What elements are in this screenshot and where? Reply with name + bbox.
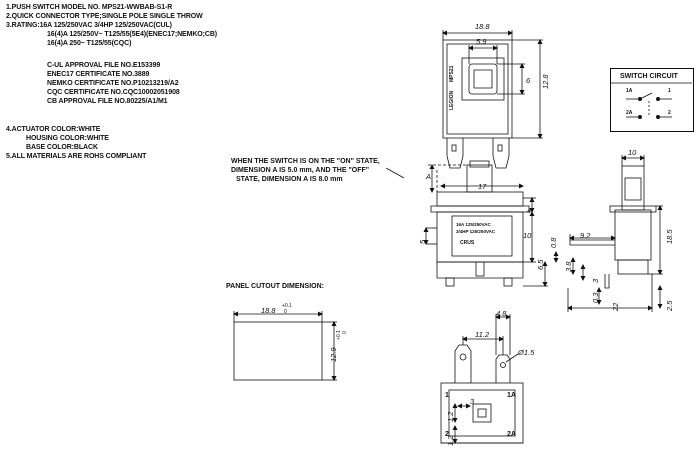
approval-nemko: NEMKO CERTIFICATE NO.P10213219/A2 xyxy=(47,80,179,87)
front-view xyxy=(423,160,559,287)
spec-line-rating-enec: 16(4)A 125/250V~ T125/55(5E4)(ENEC17;NEM… xyxy=(47,31,218,38)
pin-label-2a: 2A xyxy=(507,431,516,438)
front-dim-10: 10 xyxy=(523,231,532,240)
side-view xyxy=(567,155,663,312)
spec-line-connector: 2.QUICK CONNECTOR TYPE;SINGLE POLE SINGL… xyxy=(6,13,203,20)
top-view-width-dim: 18.8 xyxy=(475,22,490,31)
note-line-2: DIMENSION A IS 5.0 mm, AND THE "OFF" xyxy=(231,167,370,174)
side-dim-10: 10 xyxy=(628,148,637,157)
circuit-terminal-1: 1 xyxy=(668,88,671,94)
approval-enec: ENEC17 CERTIFICATE NO.3889 xyxy=(47,71,150,78)
bottom-dim-hole-dia: Ø1.5 xyxy=(518,348,535,357)
spec-line-rating-cqc: 16(4)A 250~ T125/55(CQC) xyxy=(47,40,132,47)
panel-cutout-title: PANEL CUTOUT DIMENSION: xyxy=(226,283,325,290)
spec-line-model: 1.PUSH SWITCH MODEL NO. MPS21-WWBAB-S1-R xyxy=(6,4,173,11)
bottom-dim-11-2: 11.2 xyxy=(475,330,490,339)
color-housing: HOUSING COLOR:WHITE xyxy=(26,135,109,142)
top-view-side-dim: 6 xyxy=(526,76,531,85)
note-leader-line xyxy=(385,167,405,179)
top-view-inner-dim: 5.9 xyxy=(476,37,487,46)
rohs-note: 5.ALL MATERIALS ARE ROHS COMPLIANT xyxy=(6,153,147,160)
spec-line-rating: 3.RATING:16A 125/250VAC 3/4HP 125/250VAC… xyxy=(6,22,172,29)
front-dim-a: A xyxy=(426,172,432,181)
top-view xyxy=(442,30,543,169)
bottom-view xyxy=(440,314,524,444)
front-rating-label-1: 16A 125/250VAC xyxy=(456,222,491,227)
bottom-dim-4-8: 4.8 xyxy=(496,309,507,318)
bottom-dim-3: 3 xyxy=(470,397,475,406)
switch-circuit-box xyxy=(610,68,694,132)
switch-circuit-title: SWITCH CIRCUIT xyxy=(620,73,678,80)
pin-label-1a: 1A xyxy=(507,392,516,399)
note-line-1: WHEN THE SWITCH IS ON THE "ON" STATE, xyxy=(231,158,380,165)
switch-circuit-diagram xyxy=(610,82,692,120)
front-rating-label-2: 3/4HP 125/250VAC xyxy=(456,229,496,234)
approval-cb: CB APPROVAL FILE NO.80225/A1/M1 xyxy=(47,98,168,105)
note-line-3: STATE, DIMENSION A IS 8.0 mm xyxy=(236,176,343,183)
approval-cul: C-UL APPROVAL FILE NO.E153399 xyxy=(47,62,161,69)
approval-cqc: CQC CERTIFICATE NO.CQC10002051908 xyxy=(47,89,180,96)
pin-label-1: 1 xyxy=(445,392,449,399)
circuit-terminal-1a: 1A xyxy=(626,88,633,94)
color-base: BASE COLOR:BLACK xyxy=(26,144,98,151)
panel-width-dim: 18.8 xyxy=(261,306,276,315)
panel-width-tol-plus: +0.1 xyxy=(282,303,292,309)
circuit-terminal-2a: 2A xyxy=(626,110,633,116)
cert-mark: CRUS xyxy=(460,240,475,246)
pin-label-2: 2 xyxy=(445,431,449,438)
panel-cutout xyxy=(233,311,337,381)
color-actuator: 4.ACTUATOR COLOR:WHITE xyxy=(6,126,101,133)
circuit-terminal-2: 2 xyxy=(668,110,671,116)
